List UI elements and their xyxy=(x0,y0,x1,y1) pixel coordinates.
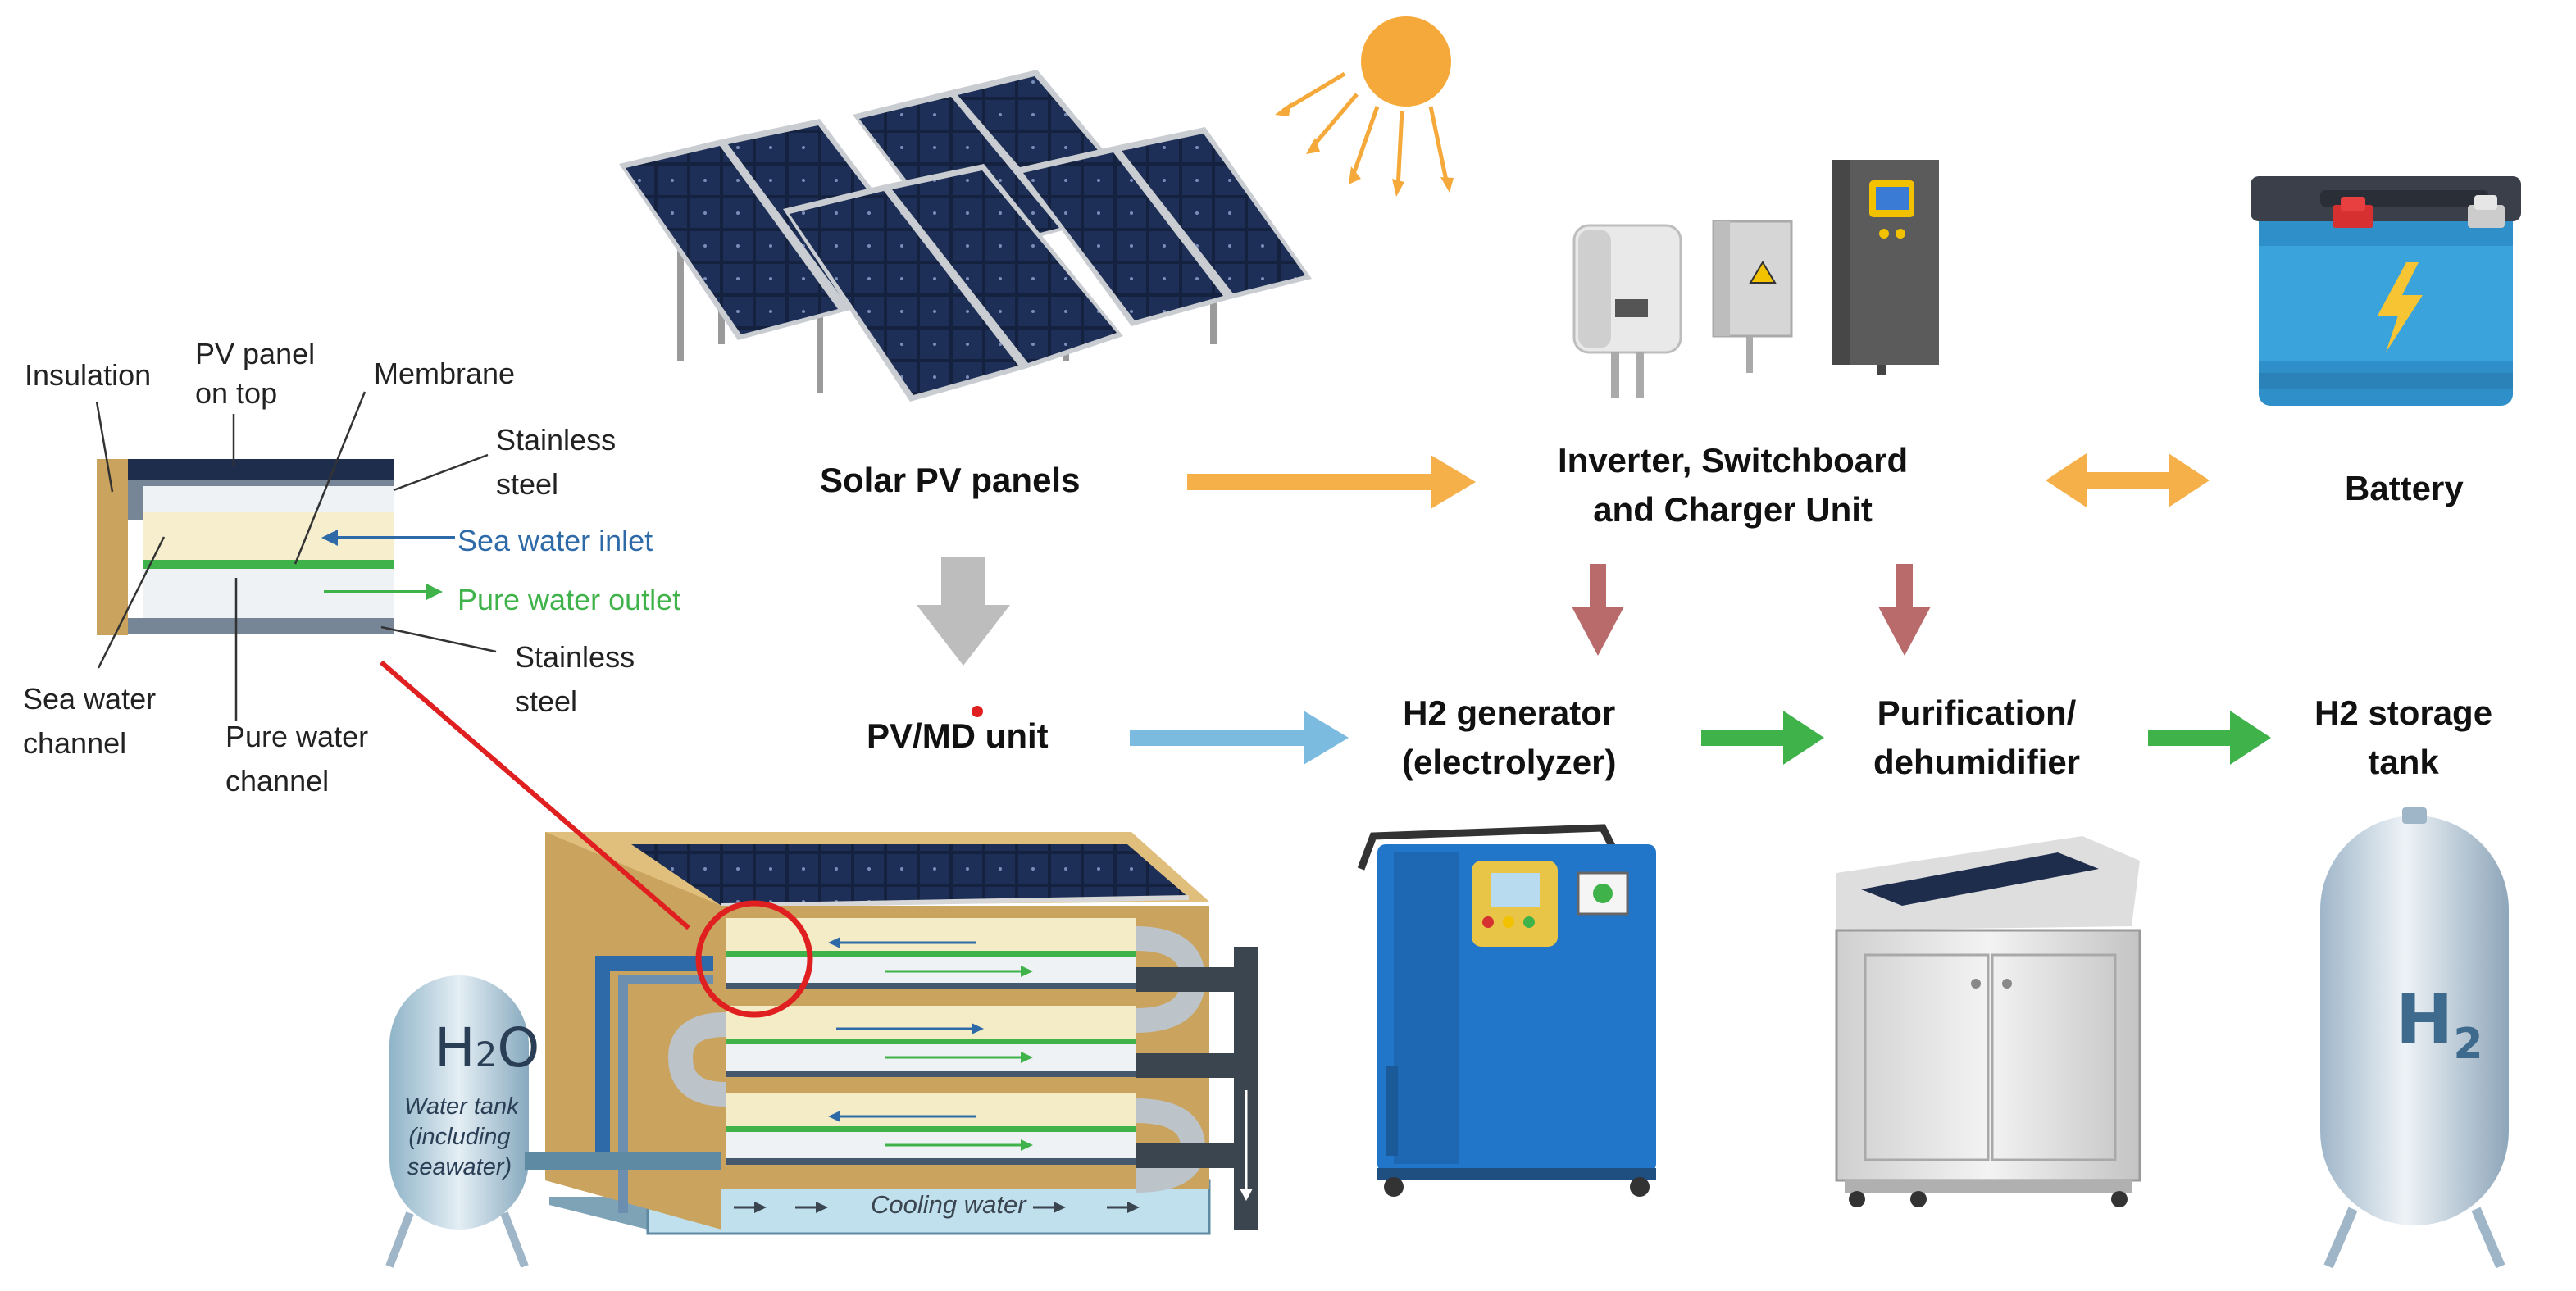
label-pure-water-outlet: Pure water outlet xyxy=(457,583,681,616)
label-purification-line2: dehumidifier xyxy=(1873,743,2081,781)
h2-symbol-h: H xyxy=(2396,980,2454,1060)
water-tank-formula: H2O xyxy=(435,1016,539,1080)
label-solar-pv: Solar PV panels xyxy=(820,461,1081,499)
battery-icon xyxy=(2251,176,2521,406)
inverter-unit-icon xyxy=(1572,224,1682,398)
solar-panels-icon xyxy=(619,70,1312,402)
label-inverter-line2: and Charger Unit xyxy=(1593,490,1873,529)
pvmd-unit-icon xyxy=(525,832,1258,1235)
label-sea-water-channel-line2: channel xyxy=(23,726,127,760)
label-h2-storage: H2 storage tank xyxy=(2314,689,2492,787)
switchboard-icon xyxy=(1712,220,1793,373)
arrow-inverter-to-h2gen xyxy=(1572,564,1624,656)
water-tank-caption-line2: (including xyxy=(408,1124,511,1150)
water-tank-formula-o: O xyxy=(497,1016,540,1080)
label-stainless-bottom-line1: Stainless xyxy=(515,640,635,674)
label-purification-line1: Purification/ xyxy=(1877,693,2077,732)
h2-symbol-sub: 2 xyxy=(2453,1020,2483,1069)
label-h2-storage-line2: tank xyxy=(2368,743,2439,781)
arrow-pv-to-inverter xyxy=(1187,455,1476,509)
label-pv-panel: PV panel on top xyxy=(195,334,315,413)
label-stainless-bottom-line2: steel xyxy=(515,684,578,718)
label-membrane: Membrane xyxy=(374,357,516,390)
arrow-battery-inverter xyxy=(2046,453,2210,507)
water-tank-caption-line1: Water tank xyxy=(404,1093,519,1120)
label-insulation: Insulation xyxy=(25,358,152,392)
label-pv-panel-line1: PV panel xyxy=(195,337,316,370)
zoom-highlight xyxy=(380,660,813,1018)
arrow-pvmd-to-h2gen xyxy=(1130,711,1349,765)
label-sea-water-inlet: Sea water inlet xyxy=(457,524,653,557)
label-cooling-water: Cooling water xyxy=(871,1190,1026,1219)
arrow-pv-to-pvmd xyxy=(917,557,1010,666)
water-tank-caption: Water tank (including seawater) xyxy=(404,1092,519,1183)
label-pure-water-channel: Pure water channel xyxy=(225,715,368,803)
h2-storage-tank-icon xyxy=(2320,807,2509,1269)
purification-unit-icon xyxy=(1835,836,2141,1207)
water-tank-icon xyxy=(385,975,529,1268)
label-battery: Battery xyxy=(2345,469,2464,507)
label-purification: Purification/ dehumidifier xyxy=(1873,689,2080,787)
h2-symbol: H2 xyxy=(2396,980,2483,1069)
label-stainless-top: Stainless steel xyxy=(496,418,616,507)
label-inverter-line1: Inverter, Switchboard xyxy=(1558,441,1909,480)
label-sea-water-channel: Sea water channel xyxy=(23,677,156,766)
label-h2-generator-line2: (electrolyzer) xyxy=(1402,743,1617,781)
water-tank-caption-line3: seawater) xyxy=(407,1154,512,1180)
cross-section-detail xyxy=(95,391,497,721)
label-stainless-bottom: Stainless steel xyxy=(515,635,635,724)
label-pv-panel-line2: on top xyxy=(195,376,278,410)
label-pure-water-channel-line1: Pure water xyxy=(225,720,369,753)
water-tank-formula-sub: 2 xyxy=(475,1034,498,1075)
h2-generator-icon xyxy=(1357,824,1656,1197)
water-tank-formula-h: H xyxy=(435,1016,476,1080)
label-h2-storage-line1: H2 storage xyxy=(2314,693,2493,732)
charger-unit-icon xyxy=(1832,160,1939,375)
label-pvmd: PV/MD unit xyxy=(867,716,1049,755)
arrow-purification-to-storage xyxy=(2148,711,2271,765)
label-sea-water-channel-line1: Sea water xyxy=(23,682,157,716)
label-pure-water-channel-line2: channel xyxy=(225,764,330,798)
red-dot xyxy=(972,706,983,717)
sun-icon xyxy=(1275,16,1454,197)
arrow-inverter-to-purification xyxy=(1878,564,1931,656)
label-h2-generator: H2 generator (electrolyzer) xyxy=(1402,689,1616,787)
label-inverter: Inverter, Switchboard and Charger Unit xyxy=(1558,436,1908,534)
label-stainless-top-line2: steel xyxy=(496,467,559,501)
label-h2-generator-line1: H2 generator xyxy=(1403,693,1616,732)
label-stainless-top-line1: Stainless xyxy=(496,423,617,457)
arrow-h2gen-to-purification xyxy=(1701,711,1824,765)
